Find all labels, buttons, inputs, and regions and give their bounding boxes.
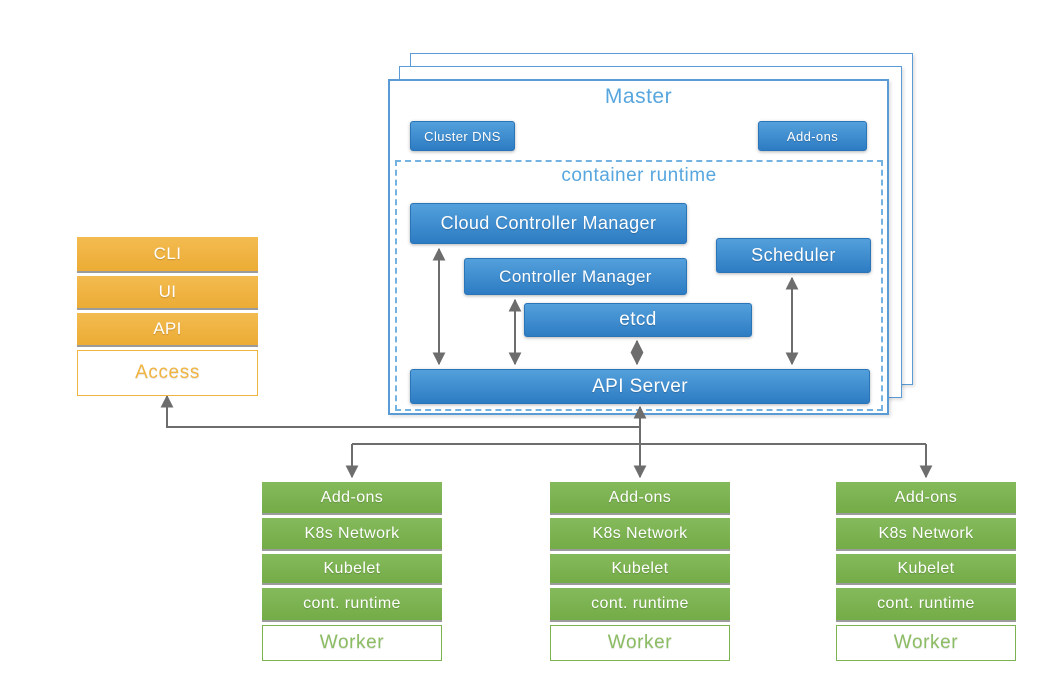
access-label-box: Access [77, 350, 258, 396]
cluster-dns-box: Cluster DNS [410, 121, 515, 151]
controller-manager-box: Controller Manager [464, 258, 687, 295]
access-row-api: API [77, 313, 258, 345]
worker2-row-kubelet: Kubelet [550, 554, 730, 583]
container-runtime-title: container runtime [561, 165, 717, 186]
worker1-row-addons: Add-ons [262, 482, 442, 513]
worker3-label-box: Worker [836, 625, 1016, 661]
worker3-row-k8s-network: K8s Network [836, 518, 1016, 549]
worker2-label-box: Worker [550, 625, 730, 661]
worker2-row-k8s-network: K8s Network [550, 518, 730, 549]
access-row-ui: UI [77, 276, 258, 308]
worker-stack-2: Add-ons K8s Network Kubelet cont. runtim… [550, 482, 730, 661]
etcd-box: etcd [524, 303, 752, 337]
access-row-cli: CLI [77, 237, 258, 271]
worker1-label-box: Worker [262, 625, 442, 661]
worker2-row-addons: Add-ons [550, 482, 730, 513]
worker-stack-3: Add-ons K8s Network Kubelet cont. runtim… [836, 482, 1016, 661]
worker-stack-1: Add-ons K8s Network Kubelet cont. runtim… [262, 482, 442, 661]
api-server-box: API Server [410, 369, 870, 404]
worker3-row-cont-runtime: cont. runtime [836, 588, 1016, 620]
master-title: Master [604, 85, 673, 108]
worker3-row-kubelet: Kubelet [836, 554, 1016, 583]
worker1-row-k8s-network: K8s Network [262, 518, 442, 549]
worker2-row-cont-runtime: cont. runtime [550, 588, 730, 620]
worker1-row-cont-runtime: cont. runtime [262, 588, 442, 620]
master-addons-box: Add-ons [758, 121, 867, 151]
cloud-controller-manager-box: Cloud Controller Manager [410, 203, 687, 244]
scheduler-box: Scheduler [716, 238, 871, 273]
access-stack: CLI UI API Access [77, 237, 258, 396]
worker1-row-kubelet: Kubelet [262, 554, 442, 583]
worker3-row-addons: Add-ons [836, 482, 1016, 513]
